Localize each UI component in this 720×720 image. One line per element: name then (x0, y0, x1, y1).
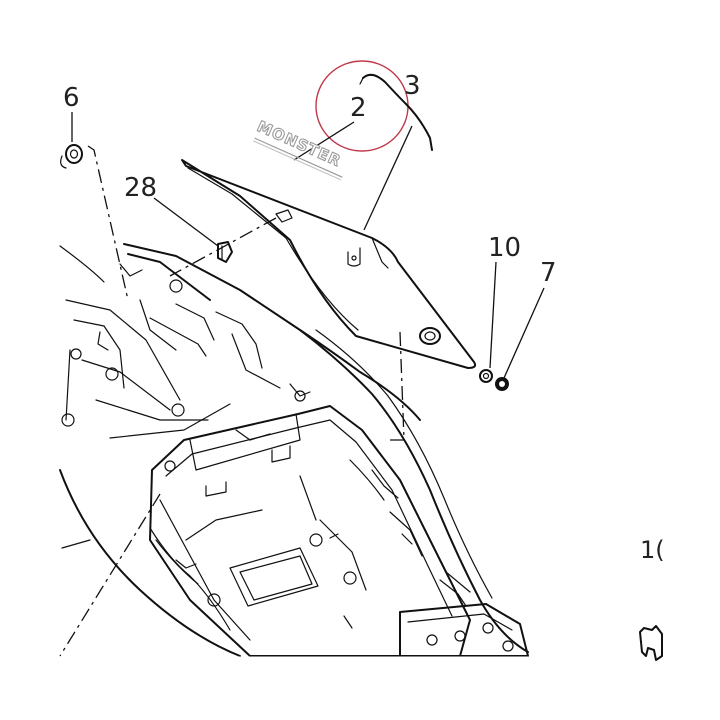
rear-light-block (399, 571, 529, 657)
nut-part-7 (495, 377, 509, 391)
partial-symbol-right (639, 625, 663, 661)
assembly-axis-lines (59, 145, 405, 657)
hook-wire-part-3 (362, 73, 433, 151)
callout-10: 10 (488, 233, 521, 263)
callout-7: 7 (540, 258, 557, 288)
callout-2: 2 (350, 93, 367, 123)
callout-28: 28 (124, 173, 157, 203)
callout-3: 3 (404, 71, 421, 101)
clip-part-28 (217, 241, 233, 263)
under-seat-tray (149, 390, 471, 657)
callout-6: 6 (63, 83, 80, 113)
leader-lines (71, 112, 545, 379)
monster-decal: MONSTER (253, 117, 345, 181)
rear-subframe (59, 243, 421, 439)
tail-body-outline (59, 329, 529, 657)
washer-part-10 (479, 369, 493, 383)
washer-part-6 (60, 144, 83, 169)
side-cover-panel (181, 159, 477, 369)
callout-16-partial: 1( (640, 536, 665, 564)
